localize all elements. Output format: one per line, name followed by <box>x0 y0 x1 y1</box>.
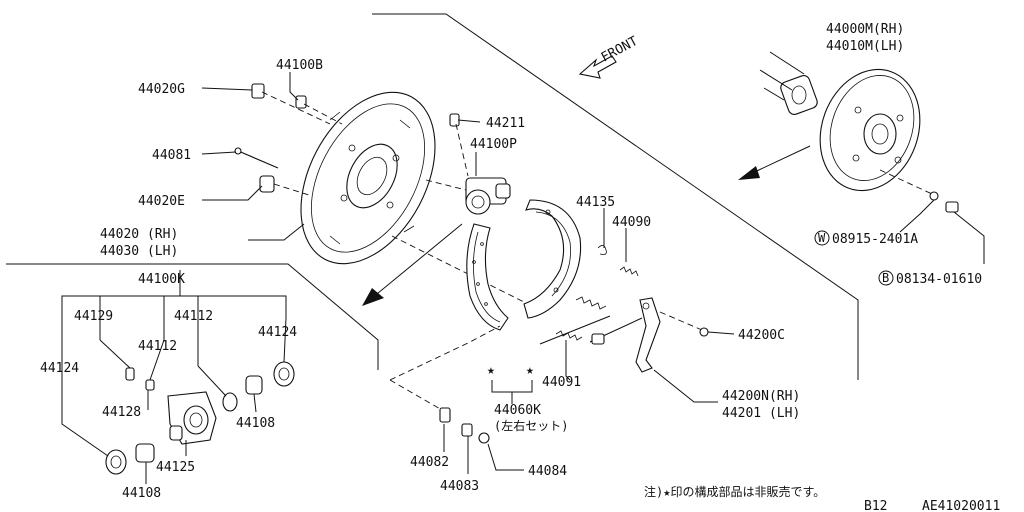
label-44082: 44082 <box>410 455 449 470</box>
label-44083: 44083 <box>440 479 479 494</box>
label-44020-rh: 44020 (RH) <box>100 227 178 242</box>
leader-lines <box>61 72 985 484</box>
label-set-note: (左右セット) <box>494 418 568 433</box>
label-44081: 44081 <box>152 148 191 163</box>
hold-down-parts <box>389 325 501 444</box>
label-44100K: 44100K <box>138 272 185 287</box>
label-44128: 44128 <box>102 405 141 420</box>
frame-lines <box>6 13 859 380</box>
label-44200C: 44200C <box>738 328 785 343</box>
washer-symbol <box>814 230 830 246</box>
label-44201: 44201 (LH) <box>722 406 800 421</box>
washer-prefix: W <box>818 231 826 245</box>
plate-fasteners <box>234 83 469 197</box>
label-44030-lh: 44030 (LH) <box>100 244 178 259</box>
label-44000M: 44000M(RH) <box>826 22 904 37</box>
bolt-symbol <box>878 270 894 286</box>
bolt-prefix: B <box>882 271 889 285</box>
label-44091: 44091 <box>542 375 581 390</box>
label-08915-2401A: 08915-2401A <box>832 232 918 247</box>
label-44090: 44090 <box>612 215 651 230</box>
label-44060K: 44060K <box>494 403 541 418</box>
label-44108-b: 44108 <box>236 416 275 431</box>
label-08134-01610: 08134-01610 <box>896 272 982 287</box>
label-44100P: 44100P <box>470 137 517 152</box>
footnote: 注)★印の構成部品は非販売です。 <box>644 484 825 499</box>
direction-arrow <box>362 223 541 311</box>
brake-shoe-right <box>523 199 582 319</box>
brake-shoe-left <box>466 223 509 331</box>
label-44108-a: 44108 <box>122 486 161 501</box>
figure-code: AE41020011 <box>922 499 1000 512</box>
page-ref: B12 <box>864 499 887 512</box>
front-arrow <box>578 55 617 79</box>
wheel-cylinder <box>425 177 511 215</box>
svg-text:★: ★ <box>487 363 495 378</box>
labels: 44020G 44100B 44211 44081 44100P 44020E … <box>40 22 1000 512</box>
label-44112-a: 44112 <box>174 309 213 324</box>
label-44129: 44129 <box>74 309 113 324</box>
label-front: FRONT <box>599 34 641 66</box>
label-44020E: 44020E <box>138 194 185 209</box>
backing-plate <box>300 91 436 265</box>
label-44112-b: 44112 <box>138 339 177 354</box>
label-44124-a: 44124 <box>40 361 79 376</box>
rear-drum-assembly <box>738 51 959 213</box>
label-44125: 44125 <box>156 460 195 475</box>
label-44100B: 44100B <box>276 58 323 73</box>
label-44135: 44135 <box>576 195 615 210</box>
parking-lever <box>589 297 709 373</box>
label-44211: 44211 <box>486 116 525 131</box>
svg-text:★: ★ <box>526 363 534 378</box>
cylinder-explode <box>61 270 295 475</box>
label-44124-b: 44124 <box>258 325 297 340</box>
label-44200N: 44200N(RH) <box>722 389 800 404</box>
label-44084: 44084 <box>528 464 567 479</box>
label-44020G: 44020G <box>138 82 185 97</box>
springs <box>539 245 639 345</box>
label-44010M: 44010M(LH) <box>826 39 904 54</box>
star-markers: ★ ★ <box>487 363 534 404</box>
